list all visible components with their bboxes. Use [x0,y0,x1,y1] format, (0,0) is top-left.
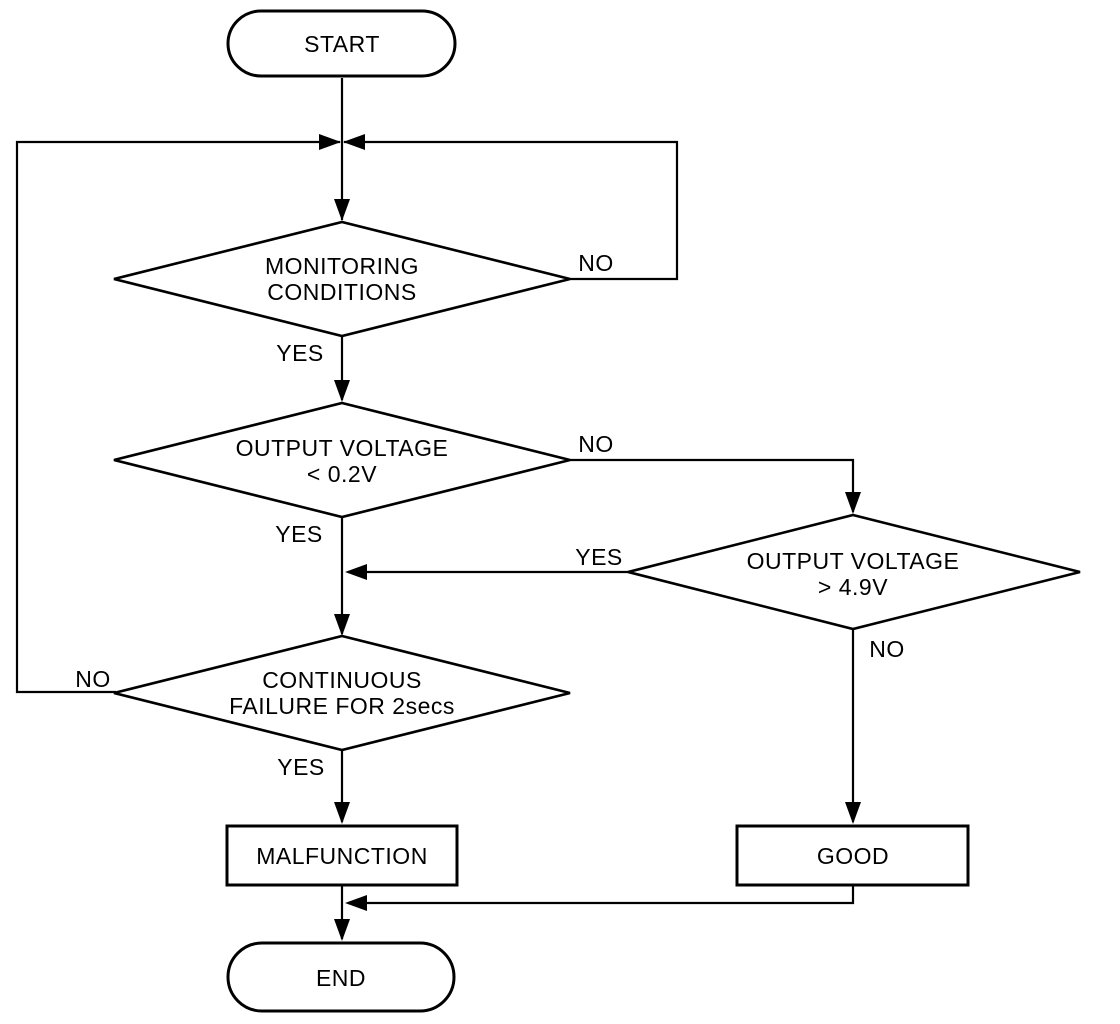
arrow-into-voltagehigh-icon [845,492,861,514]
arrow-into-malfunction-icon [334,802,350,824]
edge-label-voltage-high-no: NO [869,636,905,662]
arrowheads [319,134,861,941]
arrow-into-continuous-icon [334,614,350,636]
end-terminator-shape [226,941,456,1013]
arrow-into-voltagelow-icon [334,380,350,402]
edge-label-monitoring-yes: YES [276,340,324,366]
malfunction-node: MALFUNCTION [225,824,459,887]
edge-label-monitoring-no: NO [578,250,614,276]
continuous-failure-diamond [113,634,571,752]
continuous-failure-label-line2: FAILURE FOR 2secs [229,693,455,719]
continuous-failure-node: CONTINUOUS FAILURE FOR 2secs [113,634,571,752]
output-voltage-high-label-line2: > 4.9V [818,574,888,600]
edge-right-loop [344,140,679,281]
edge-voltagelow-no [570,458,855,512]
end-label: END [316,965,366,991]
malfunction-box [225,824,459,887]
output-voltage-low-label-line2: < 0.2V [307,461,377,487]
edge-label-voltage-high-yes: YES [575,544,623,570]
output-voltage-high-label-line1: OUTPUT VOLTAGE [747,548,960,574]
arrow-junction-right-icon [319,134,341,150]
arrow-junction-left-icon [343,134,365,150]
edge-good-merge [348,885,855,905]
start-terminator-shape [226,9,457,78]
arrow-into-good-icon [845,802,861,824]
arrow-into-end-icon [334,919,350,941]
monitoring-conditions-label-line2: CONDITIONS [267,279,416,305]
monitoring-conditions-node: MONITORING CONDITIONS [113,220,571,338]
output-voltage-low-label-line1: OUTPUT VOLTAGE [236,435,449,461]
monitoring-conditions-diamond [113,220,571,338]
good-label: GOOD [817,843,889,869]
edge-label-continuous-no: NO [75,666,111,692]
start-label: START [304,31,380,57]
good-node: GOOD [735,824,970,887]
output-voltage-high-node: OUTPUT VOLTAGE > 4.9V [627,513,1081,631]
monitoring-conditions-label-line1: MONITORING [265,253,419,279]
edge-label-voltage-low-yes: YES [275,521,323,547]
output-voltage-low-diamond [113,401,571,519]
start-node: START [226,9,457,78]
continuous-failure-label-line1: CONTINUOUS [262,667,422,693]
output-voltage-high-diamond [627,513,1081,631]
edge-labels: NO YES NO YES YES NO NO YES [75,250,905,780]
good-box [735,824,970,887]
malfunction-label: MALFUNCTION [256,843,428,869]
edge-label-voltage-low-no: NO [578,431,614,457]
flow-lines [15,78,855,939]
end-node: END [226,941,456,1013]
edge-label-continuous-yes: YES [277,754,325,780]
edge-left-loop [15,140,340,694]
arrow-voltagehigh-yes-merge-icon [345,564,367,580]
arrow-good-merge-icon [345,895,367,911]
output-voltage-low-node: OUTPUT VOLTAGE < 0.2V [113,401,571,519]
arrow-into-monitoring-icon [334,199,350,221]
